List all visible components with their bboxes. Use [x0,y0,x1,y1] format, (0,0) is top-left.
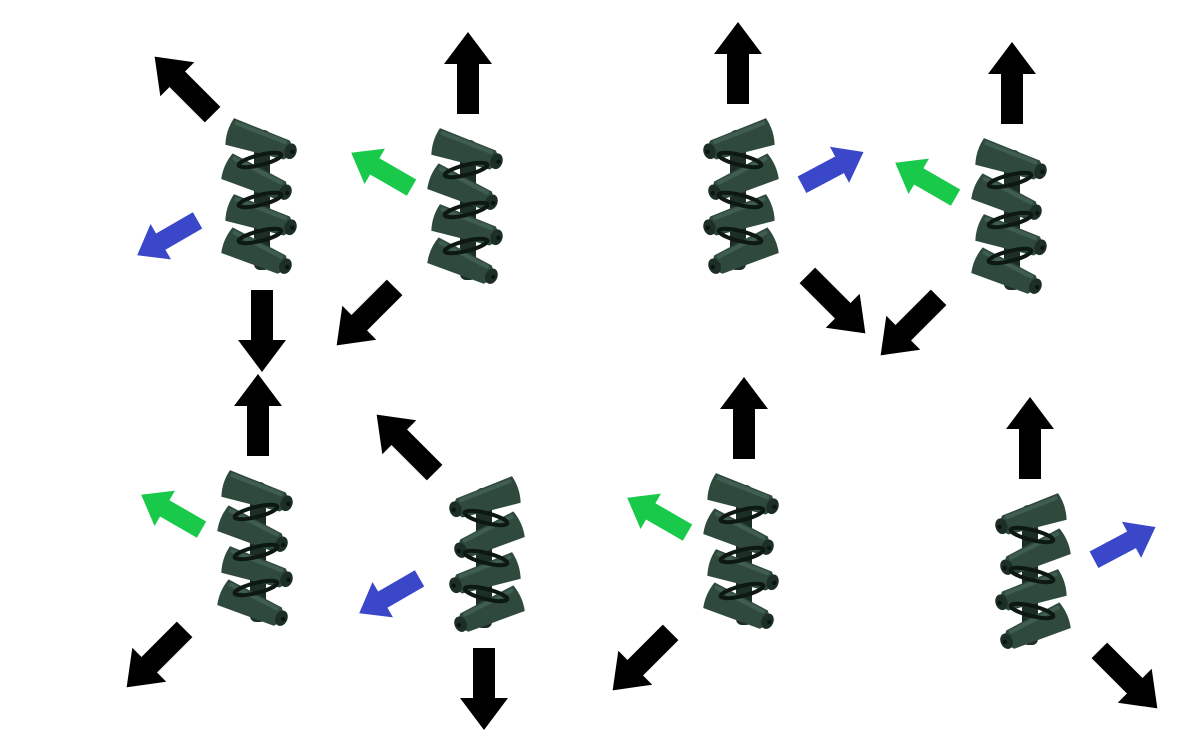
black-arrow-up [714,22,762,104]
mecanum-wheel [126,39,301,372]
mecanum-wheel [109,374,297,705]
black-arrow-up [444,32,492,114]
black-arrow-down [238,290,286,372]
wheel-rollers [701,473,782,637]
wheel-rollers [425,128,506,292]
green-arrow-up-left [616,480,698,551]
black-arrow-up [720,377,768,459]
mecanum-wheel [348,397,527,730]
blue-arrow-up-right [1084,509,1166,578]
black-arrow-up-left [359,397,452,490]
mecanum-wheel [863,42,1051,373]
mecanum-wheel [319,32,507,363]
green-arrow-up-left [884,145,966,216]
green-arrow-up-left [340,135,422,206]
wheel-rollers [969,138,1050,302]
wheel-rollers [219,118,300,282]
wheel-rollers [991,493,1072,657]
mecanum-wheel [991,397,1175,726]
black-arrow-down-left [319,270,412,363]
mecanum-wheel [595,377,783,708]
wheel-rollers [699,118,780,282]
wheel-rollers [445,476,526,640]
wheel-rollers [215,470,296,634]
green-arrow-up-left [130,477,212,548]
black-arrow-down-right [1082,633,1175,726]
black-arrow-down-left [863,280,956,373]
blue-arrow-up-right [792,134,874,203]
black-arrow-up [234,374,282,456]
black-arrow-down-right [790,258,883,351]
black-arrow-down [460,648,508,730]
black-arrow-down-left [595,615,688,708]
black-arrow-up [988,42,1036,124]
blue-arrow-down-left [126,202,208,273]
black-arrow-up-left [137,39,230,132]
blue-arrow-down-left [348,560,430,631]
black-arrow-up [1006,397,1054,479]
mecanum-wheel [699,22,883,351]
black-arrow-down-left [109,612,202,705]
